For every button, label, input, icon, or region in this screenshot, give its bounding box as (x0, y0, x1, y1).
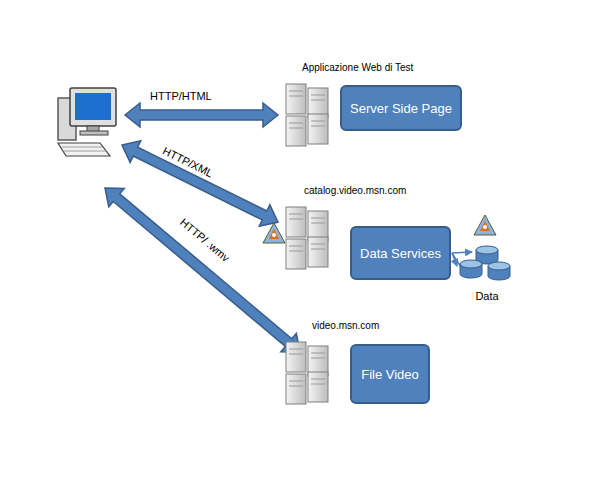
triangle-icon (263, 223, 285, 243)
cylinder-shapes (456, 242, 514, 286)
host-label: Applicazione Web di Test (302, 62, 413, 74)
service-box: Data Services (350, 226, 451, 280)
host-label: video.msn.com (312, 320, 379, 332)
node-text: File Video (361, 367, 419, 382)
host-label: catalog.video.msn.com (304, 185, 406, 197)
service-box: Server Side Page (340, 85, 462, 131)
triangle-icon (474, 215, 496, 235)
computer-icon (58, 88, 116, 156)
server-icon (286, 207, 328, 269)
server-icon (286, 84, 328, 146)
host-label: HTTP/HTML (150, 90, 212, 102)
node-text: Server Side Page (350, 101, 452, 116)
service-box: File Video (350, 344, 430, 404)
node-text: Data (456, 290, 518, 302)
node-text: Data Services (360, 246, 441, 261)
http-arrows (97, 103, 308, 361)
server-icon (286, 342, 328, 404)
database-cylinders: Data (456, 242, 518, 302)
